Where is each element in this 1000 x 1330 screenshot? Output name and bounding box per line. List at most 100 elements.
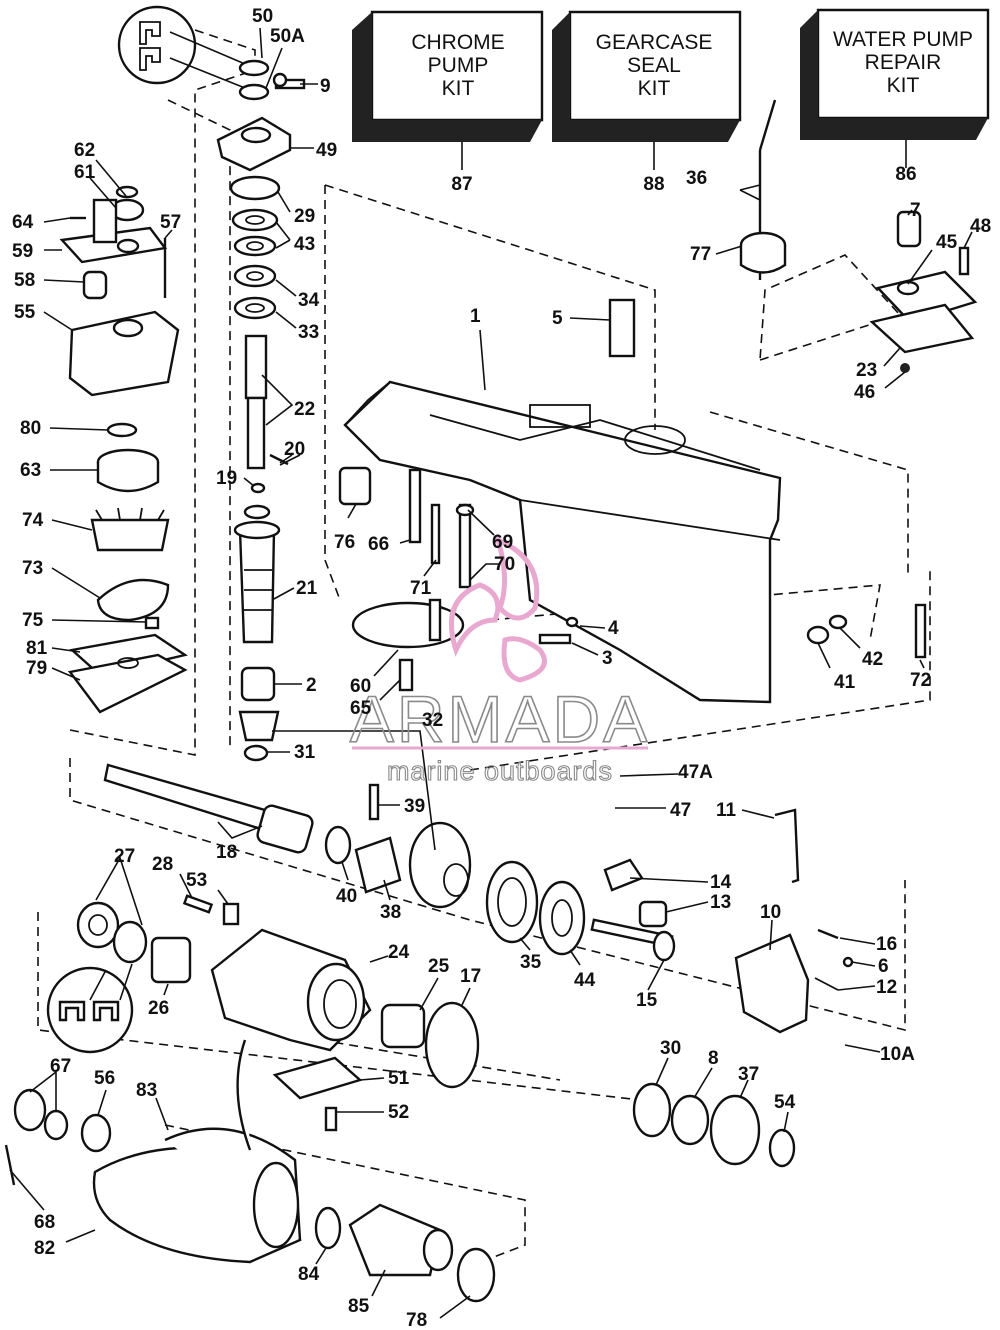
part-label-61: 61 [74, 162, 96, 183]
kit-waterpump-line-1: WATER PUMP [833, 28, 973, 51]
part-label-74: 74 [22, 510, 44, 531]
propshaft-parts [4, 763, 854, 1303]
part-label-34: 34 [298, 290, 320, 311]
part-label-76: 76 [334, 532, 355, 553]
part-label-23: 23 [856, 360, 877, 381]
part-label-45: 45 [936, 232, 958, 253]
part-label-79: 79 [26, 658, 47, 679]
part-label-8: 8 [708, 1048, 719, 1069]
part-label-44: 44 [574, 970, 596, 991]
part-label-30: 30 [660, 1038, 681, 1059]
kit-waterpump-number: 86 [895, 164, 916, 185]
kit-waterpump-line-2: REPAIR [865, 51, 942, 74]
gearcase-housing [338, 99, 978, 704]
kit-chrome-number: 87 [451, 174, 472, 195]
part-label-39: 39 [404, 796, 425, 817]
part-label-12: 12 [876, 977, 897, 998]
part-label-64: 64 [12, 212, 34, 233]
part-label-3: 3 [602, 648, 613, 669]
part-label-18: 18 [216, 842, 237, 863]
kit-gearcase-line-1: GEARCASE [596, 31, 713, 54]
kit-chrome-line-3: KIT [442, 77, 475, 100]
watermark-brand: ARMADA [350, 682, 650, 756]
part-label-56: 56 [94, 1068, 115, 1089]
part-label-69: 69 [492, 532, 513, 553]
part-label-6: 6 [878, 956, 889, 977]
part-label-72: 72 [910, 670, 931, 691]
kit-waterpump-line-3: KIT [887, 74, 920, 97]
part-label-38: 38 [380, 902, 401, 923]
part-label-33: 33 [298, 322, 319, 343]
part-label-9: 9 [320, 76, 331, 97]
part-label-35: 35 [520, 952, 542, 973]
part-label-20: 20 [284, 439, 305, 460]
part-label-83: 83 [136, 1080, 157, 1101]
part-label-10: 10 [760, 902, 781, 923]
part-label-73: 73 [22, 558, 43, 579]
part-label-31: 31 [294, 742, 316, 763]
part-label-27: 27 [114, 846, 135, 867]
part-label-52: 52 [388, 1102, 409, 1123]
part-label-4: 4 [608, 618, 619, 639]
part-label-17: 17 [460, 966, 481, 987]
kit-box-chrome-pump: CHROME PUMP KIT 87 [352, 10, 544, 195]
part-label-40: 40 [336, 886, 357, 907]
part-label-84: 84 [298, 1264, 320, 1285]
part-label-58: 58 [14, 270, 35, 291]
part-label-50: 50 [252, 6, 273, 27]
part-label-47A: 47A [678, 762, 713, 783]
armada-watermark: ARMADA marine outboards [349, 535, 650, 787]
part-label-16: 16 [876, 934, 897, 955]
part-label-70: 70 [494, 554, 515, 575]
part-label-47: 47 [670, 800, 691, 821]
kit-chrome-line-1: CHROME [411, 31, 504, 54]
part-number-labels: 50 50A 9 49 29 43 34 33 22 20 19 21 2 31… [12, 6, 991, 1330]
part-label-28: 28 [152, 854, 173, 875]
part-label-14: 14 [710, 872, 732, 893]
part-label-26: 26 [148, 998, 169, 1019]
kit-box-water-pump-repair: WATER PUMP REPAIR KIT 86 [800, 8, 990, 185]
part-label-7: 7 [910, 200, 921, 221]
part-label-62: 62 [74, 140, 95, 161]
part-label-66: 66 [368, 534, 389, 555]
part-label-54: 54 [774, 1092, 796, 1113]
part-label-46: 46 [854, 382, 875, 403]
part-label-71: 71 [410, 578, 432, 599]
part-label-37: 37 [738, 1064, 759, 1085]
part-label-50A: 50A [270, 26, 305, 47]
part-label-67: 67 [50, 1056, 71, 1077]
part-label-63: 63 [20, 460, 41, 481]
part-label-2: 2 [306, 675, 317, 696]
part-label-68: 68 [34, 1212, 55, 1233]
part-label-53: 53 [186, 870, 207, 891]
part-label-75: 75 [22, 610, 44, 631]
part-label-85: 85 [348, 1296, 370, 1317]
part-label-57: 57 [160, 212, 181, 233]
part-label-22: 22 [294, 399, 315, 420]
part-label-77: 77 [690, 244, 711, 265]
propeller-logo-icon [448, 535, 547, 683]
part-label-41: 41 [834, 672, 856, 693]
watermark-tagline: marine outboards [387, 756, 613, 786]
part-label-80: 80 [20, 418, 41, 439]
kit-box-gearcase-seal: GEARCASE SEAL KIT 88 [552, 10, 742, 195]
part-label-25: 25 [428, 956, 450, 977]
part-label-49: 49 [316, 140, 337, 161]
kit-gearcase-number: 88 [643, 174, 664, 195]
part-label-13: 13 [710, 892, 731, 913]
part-label-11: 11 [716, 800, 737, 821]
part-label-21: 21 [296, 578, 318, 599]
part-label-43: 43 [294, 234, 315, 255]
part-label-15: 15 [636, 990, 658, 1011]
kit-gearcase-line-3: KIT [638, 77, 671, 100]
part-label-55: 55 [14, 302, 36, 323]
part-label-60: 60 [350, 676, 371, 697]
part-label-1: 1 [470, 306, 481, 327]
part-label-10A: 10A [880, 1044, 915, 1065]
water-pump-parts [59, 5, 306, 762]
kit-chrome-line-2: PUMP [428, 54, 489, 77]
part-label-24: 24 [388, 942, 410, 963]
part-label-81: 81 [26, 638, 48, 659]
part-label-51: 51 [388, 1068, 410, 1089]
